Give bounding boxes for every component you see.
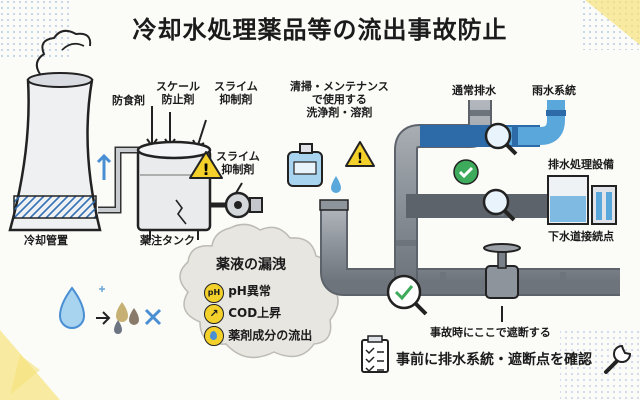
magnifier-check-icon bbox=[386, 274, 428, 316]
leak-item: ↗ COD上昇 bbox=[204, 304, 281, 324]
drops-illustration bbox=[58, 286, 162, 334]
slime-inhibitor-label-top: スライム 抑制剤 bbox=[214, 80, 258, 106]
leak-item-label: 薬剤成分の流出 bbox=[228, 328, 313, 343]
drop-icon bbox=[204, 326, 224, 346]
leak-item-label: COD上昇 bbox=[228, 306, 282, 320]
leak-item: pH pH異常 bbox=[204, 282, 271, 303]
sewer-connection-label: 下水道接続点 bbox=[548, 230, 614, 243]
detergent-bottle-icon bbox=[287, 143, 341, 193]
cleaning-agents-label: 清掃・メンテナンス で使用する 洗浄剤・溶剤 bbox=[290, 80, 389, 119]
leak-title: 薬液の漏洩 bbox=[216, 257, 286, 273]
rain-system-label: 雨水系統 bbox=[532, 84, 576, 97]
ph-icon: pH bbox=[204, 283, 224, 303]
dosing-tank bbox=[136, 140, 212, 240]
leak-cloud bbox=[179, 223, 339, 359]
leak-item: 薬剤成分の流出 bbox=[204, 326, 312, 346]
check-circle-icon bbox=[453, 159, 479, 185]
cooling-tower-label: 冷却管置 bbox=[24, 234, 68, 247]
cooling-tower bbox=[8, 29, 112, 232]
leak-item-label: pH異常 bbox=[228, 284, 271, 298]
dosing-tank-label: 薬注タンク bbox=[140, 234, 195, 247]
page-title: 冷却水処理薬品等の流出事故防止 bbox=[132, 16, 508, 44]
shutoff-point-label: 事故時にここで遮断する bbox=[430, 326, 551, 339]
warning-icon-cleaning: ! bbox=[345, 141, 375, 167]
confirm-label: 事前に排水系統・遮断点を確認 bbox=[396, 352, 592, 368]
warning-icon: ! bbox=[189, 151, 223, 179]
normal-drain-label: 通常排水 bbox=[452, 84, 496, 97]
trend-up-icon: ↗ bbox=[204, 304, 224, 324]
magnifier-icon-upper bbox=[484, 122, 518, 156]
magnifier-icon-middle bbox=[482, 188, 516, 222]
pump-icon bbox=[210, 182, 263, 219]
scale-inhibitor-label: スケール 防止剤 bbox=[156, 80, 200, 106]
drain-pipe-network bbox=[319, 100, 620, 296]
shutoff-valve bbox=[483, 243, 521, 322]
slime-inhibitor-label-pump: スライム 抑制剤 bbox=[216, 150, 260, 176]
anticorrosion-label: 防食剤 bbox=[112, 94, 145, 107]
svg-text:!: ! bbox=[202, 160, 209, 179]
wrench-icon bbox=[604, 344, 632, 374]
svg-text:!: ! bbox=[357, 151, 363, 167]
tower-feed-pipe bbox=[98, 146, 142, 214]
treatment-facility-label: 排水処理設備 bbox=[548, 158, 614, 171]
checklist-icon bbox=[361, 335, 389, 373]
treatment-facility bbox=[547, 175, 617, 225]
